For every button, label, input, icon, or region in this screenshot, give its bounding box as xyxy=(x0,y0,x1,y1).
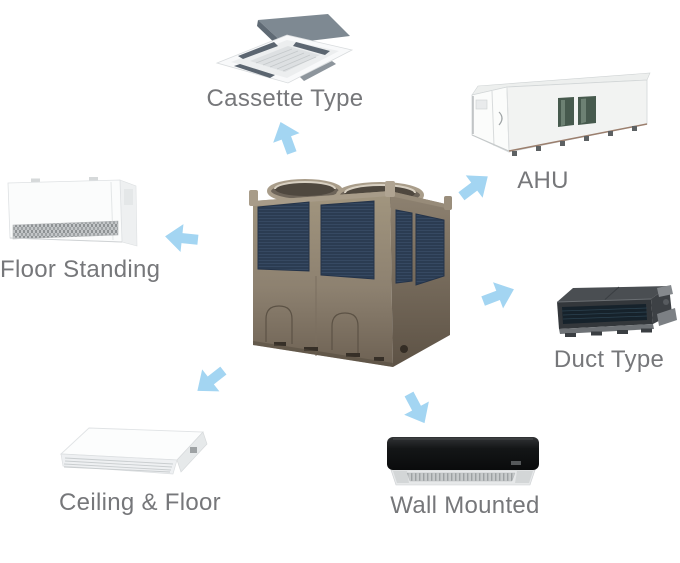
ahu-label: AHU xyxy=(517,167,569,194)
modular-chiller-image xyxy=(246,176,454,370)
ceiling-floor-unit-image xyxy=(55,418,215,490)
arrow-to-cassette-icon xyxy=(273,121,300,155)
cassette-unit-image xyxy=(212,4,354,92)
floor-standing-unit-image xyxy=(3,176,143,248)
floor-standing-label: Floor Standing xyxy=(0,256,161,283)
floor-standing-unit-icon xyxy=(7,177,138,247)
duct-type-unit-image xyxy=(545,278,680,348)
ahu-unit-image xyxy=(470,72,652,167)
cassette-indoor-unit-icon xyxy=(215,14,354,84)
wall-mounted-unit-image xyxy=(383,435,543,487)
modular-chiller-icon xyxy=(249,179,452,367)
duct-type-unit-icon xyxy=(556,285,677,337)
wall-mounted-unit-icon xyxy=(387,437,539,486)
ceiling-floor-unit-icon xyxy=(59,427,208,475)
air-handling-unit-icon xyxy=(471,72,651,156)
arrow-to-duct-icon xyxy=(481,282,514,309)
ceiling-floor-label: Ceiling & Floor xyxy=(59,489,221,516)
cassette-label: Cassette Type xyxy=(206,85,364,112)
duct-type-label: Duct Type xyxy=(553,346,665,373)
arrow-to-wall-mounted-icon xyxy=(404,391,429,424)
arrow-to-ceiling-floor-icon xyxy=(197,366,227,392)
wall-mounted-label: Wall Mounted xyxy=(390,492,540,519)
arrow-to-ahu-icon xyxy=(458,175,488,201)
arrow-to-floor-standing-icon xyxy=(165,224,199,253)
